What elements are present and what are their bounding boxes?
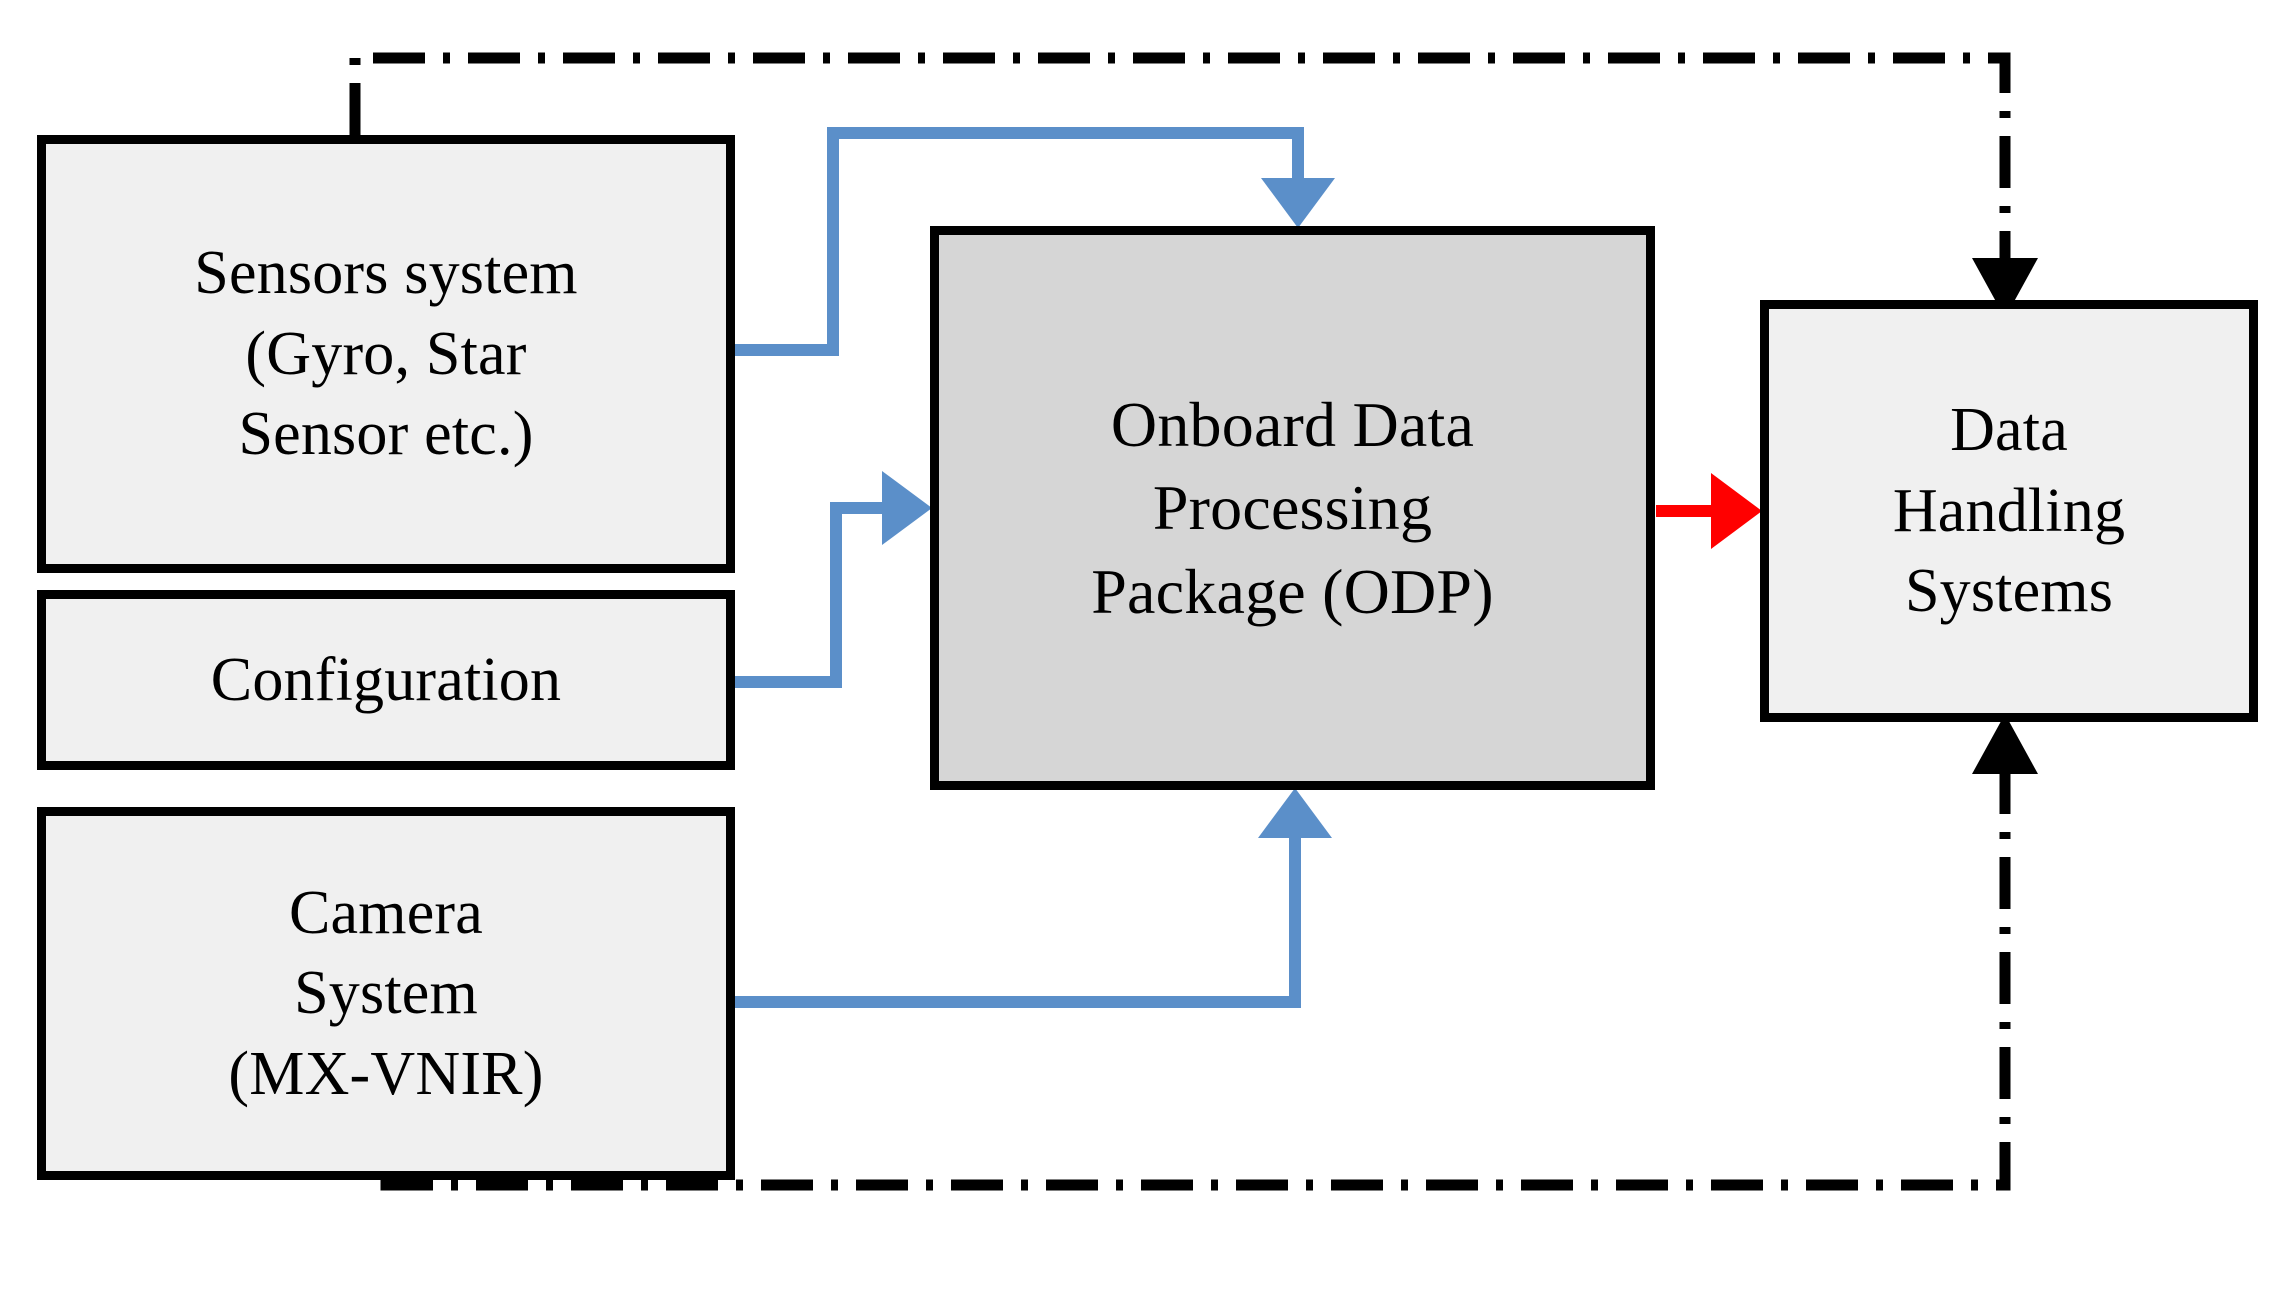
node-configuration-label: Configuration (210, 645, 562, 714)
arrowhead-up-black-bottom (1972, 714, 2038, 774)
node-sensors-system[interactable]: Sensors system (Gyro, Star Sensor etc.) (37, 135, 735, 573)
node-data-handling-systems-label: Data Handling Systems (1892, 396, 2126, 626)
arrowhead-right-blue-odp-left (882, 471, 932, 545)
node-onboard-data-processing-package[interactable]: Onboard Data Processing Package (ODP) (930, 226, 1655, 790)
arrowhead-up-blue-odp-bottom (1258, 788, 1332, 838)
node-sensors-system-label: Sensors system (Gyro, Star Sensor etc.) (194, 239, 578, 469)
arrowhead-down-blue-odp-top (1261, 178, 1335, 228)
node-onboard-data-processing-package-label: Onboard Data Processing Package (ODP) (1091, 389, 1494, 627)
node-camera-system-label: Camera System (MX-VNIR) (228, 878, 544, 1108)
arrowhead-right-red-dhs-left (1711, 473, 1762, 549)
arrowhead-down-black-top (1972, 258, 2038, 318)
node-configuration[interactable]: Configuration (37, 590, 735, 770)
connector-sensors-to-data-handling (349, 52, 2038, 318)
node-data-handling-systems[interactable]: Data Handling Systems (1760, 300, 2258, 722)
connector-camera-to-odp (735, 788, 1332, 1008)
connector-camera-to-data-handling (380, 714, 2038, 1191)
connector-sensors-to-odp (735, 127, 1335, 356)
node-camera-system[interactable]: Camera System (MX-VNIR) (37, 807, 735, 1180)
connector-configuration-to-odp (735, 471, 932, 688)
connector-odp-to-data-handling (1656, 473, 1762, 549)
